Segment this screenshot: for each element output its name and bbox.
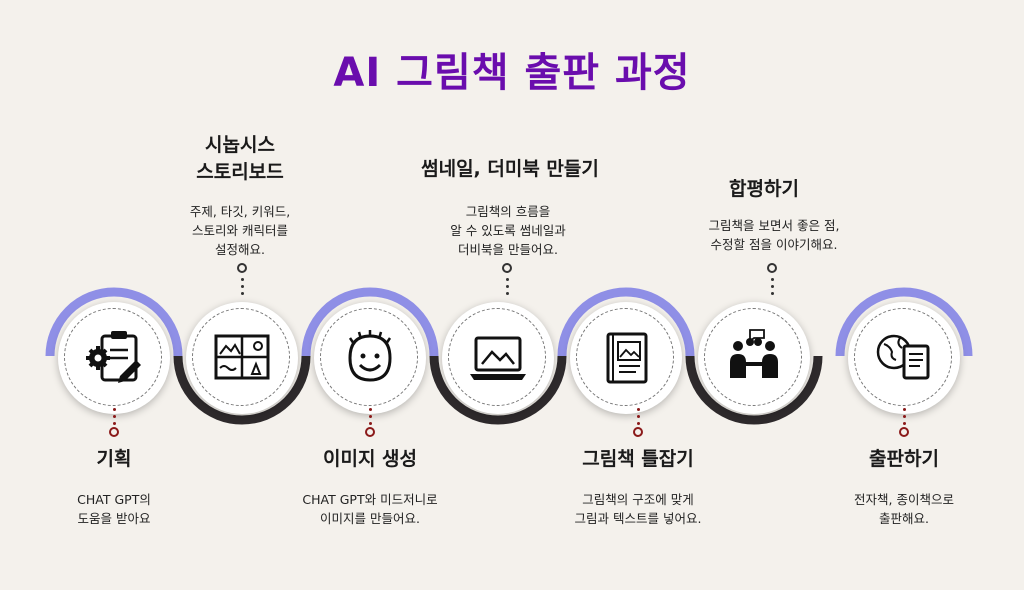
picture-book-icon bbox=[606, 332, 648, 384]
step-6-title: 합평하기 bbox=[729, 178, 799, 200]
step-2-node bbox=[172, 288, 312, 428]
pin-step-4 bbox=[502, 263, 512, 273]
arc-step-2 bbox=[173, 355, 311, 425]
step-5-node bbox=[556, 288, 696, 428]
laptop-image-icon bbox=[470, 336, 526, 380]
step-4-title: 썸네일, 더미북 만들기 bbox=[421, 158, 599, 180]
arc-step-5 bbox=[557, 287, 695, 357]
meeting-people-icon bbox=[730, 329, 778, 378]
globe-book-icon bbox=[876, 334, 930, 380]
page-title: AI 그림책 출판 과정 bbox=[333, 50, 691, 96]
connector-step-7 bbox=[902, 408, 906, 429]
connector-step-5 bbox=[636, 408, 640, 429]
step-7-title: 출판하기 bbox=[869, 448, 939, 470]
step-4-node bbox=[428, 288, 568, 428]
pin-step-6 bbox=[767, 263, 777, 273]
smiley-face-icon bbox=[348, 330, 392, 382]
arc-step-3 bbox=[301, 287, 439, 357]
connector-step-2 bbox=[240, 278, 244, 299]
storyboard-icon bbox=[214, 334, 270, 380]
step-7-node bbox=[834, 288, 974, 428]
step-1-title: 기획 bbox=[96, 448, 132, 470]
pin-step-3 bbox=[365, 427, 375, 437]
connector-step-1 bbox=[112, 408, 116, 429]
pin-step-7 bbox=[899, 427, 909, 437]
step-3-node bbox=[300, 288, 440, 428]
pin-step-2 bbox=[237, 263, 247, 273]
arc-step-1 bbox=[45, 287, 183, 357]
step-6-node bbox=[684, 288, 824, 428]
arc-step-7 bbox=[835, 287, 973, 357]
pin-step-5 bbox=[633, 427, 643, 437]
connector-step-6 bbox=[770, 278, 774, 299]
connector-step-4 bbox=[505, 278, 509, 299]
pin-step-1 bbox=[109, 427, 119, 437]
step-3-title: 이미지 생성 bbox=[322, 448, 417, 470]
connector-step-3 bbox=[368, 408, 372, 429]
arc-step-6 bbox=[685, 355, 823, 425]
step-5-title: 그림책 틀잡기 bbox=[582, 448, 694, 470]
gear-clipboard-icon bbox=[86, 331, 141, 383]
step-6-desc: 그림책을 보면서 좋은 점,수정할 점을 이야기해요. bbox=[708, 218, 840, 252]
arc-step-4 bbox=[429, 355, 567, 425]
step-1-node bbox=[44, 288, 184, 428]
